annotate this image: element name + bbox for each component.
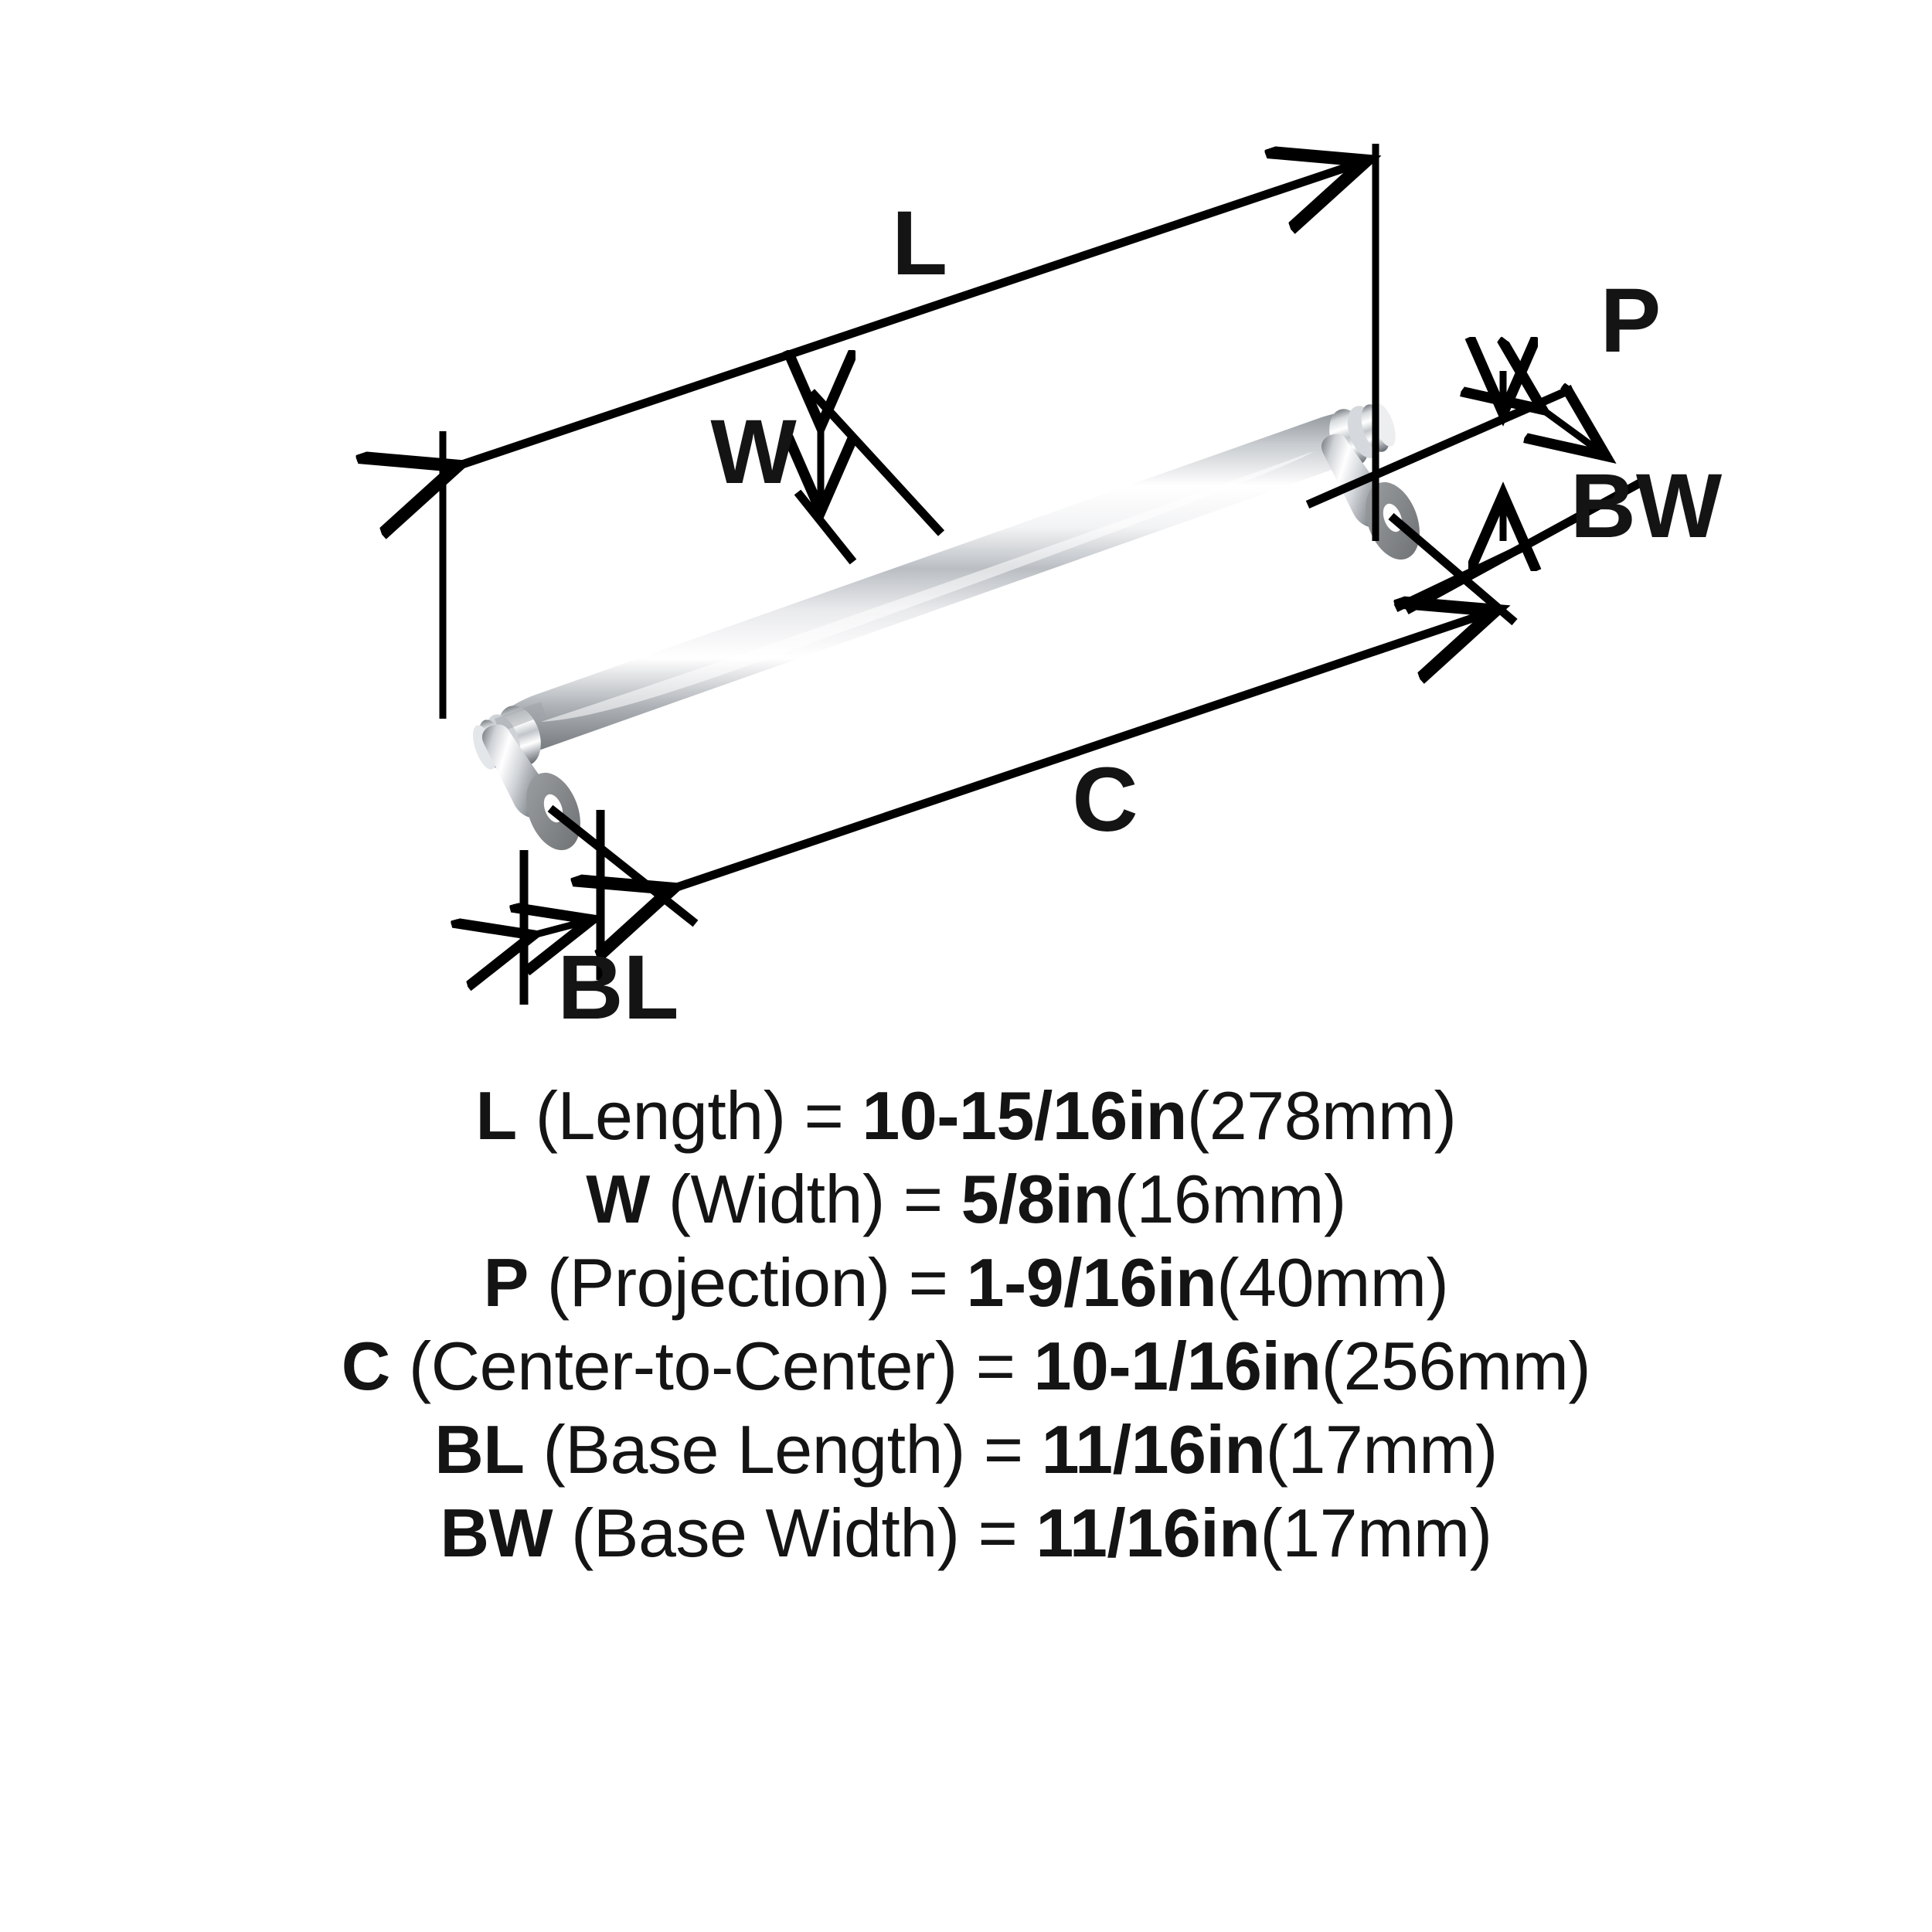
C-extension-left	[547, 804, 699, 927]
spec-name-L: (Length)	[535, 1077, 786, 1154]
spec-symbol-BL: BL	[434, 1411, 525, 1488]
spec-name-BW: (Base Width)	[571, 1495, 960, 1571]
spec-metric-P: (40mm)	[1216, 1244, 1449, 1321]
dimension-diagram: L W P BW C	[0, 144, 1723, 1039]
dimension-C	[547, 512, 1518, 927]
spec-metric-BL: (17mm)	[1265, 1411, 1498, 1488]
P-dimension-line	[1543, 410, 1606, 456]
spec-imperial-BL: 11/16in	[1041, 1411, 1267, 1488]
spec-symbol-C: C	[341, 1328, 391, 1404]
spec-row-length: L (Length) = 10-15/16in(278mm)	[0, 1074, 1932, 1158]
spec-eq-BL: =	[964, 1411, 1042, 1488]
spec-eq-P: =	[889, 1244, 967, 1321]
spec-name-P: (Projection)	[546, 1244, 890, 1321]
W-extension-upper	[808, 389, 945, 536]
handle-illustration	[473, 403, 1420, 851]
spec-metric-L: (278mm)	[1186, 1077, 1457, 1154]
label-P: P	[1600, 270, 1662, 372]
specifications-list: L (Length) = 10-15/16in(278mm) W (Width)…	[0, 1074, 1932, 1575]
spec-imperial-L: 10-15/16in	[862, 1077, 1187, 1154]
spec-imperial-W: 5/8in	[961, 1161, 1115, 1237]
spec-eq-L: =	[785, 1077, 862, 1154]
C-dimension-line	[672, 611, 1495, 889]
spec-row-base-width: BW (Base Width) = 11/16in(17mm)	[0, 1492, 1932, 1575]
W-extension-lower	[794, 489, 857, 565]
dimension-BL	[524, 810, 605, 1005]
spec-metric-C: (256mm)	[1321, 1328, 1591, 1404]
L-dimension-line	[457, 161, 1366, 466]
label-L: L	[892, 192, 947, 294]
spec-metric-W: (16mm)	[1114, 1161, 1347, 1237]
spec-eq-BW: =	[959, 1495, 1036, 1571]
spec-eq-W: =	[884, 1161, 961, 1237]
spec-metric-BW: (17mm)	[1260, 1495, 1492, 1571]
spec-symbol-P: P	[483, 1244, 529, 1321]
spec-row-center-to-center: C (Center-to-Center) = 10-1/16in(256mm)	[0, 1325, 1932, 1408]
dimension-W	[794, 389, 945, 565]
spec-imperial-P: 1-9/16in	[966, 1244, 1217, 1321]
spec-symbol-L: L	[475, 1077, 518, 1154]
spec-name-C: (Center-to-Center)	[408, 1328, 957, 1404]
label-BL: BL	[557, 937, 679, 1039]
label-BW: BW	[1570, 455, 1723, 557]
spec-name-BL: (Base Length)	[543, 1411, 966, 1488]
BL-dimension-line	[533, 920, 592, 935]
dimension-diagram-svg: L W P BW C	[0, 144, 1723, 1039]
spec-imperial-BW: 11/16in	[1036, 1495, 1260, 1571]
label-C: C	[1072, 749, 1138, 851]
spec-imperial-C: 10-1/16in	[1033, 1328, 1321, 1404]
label-W: W	[710, 401, 797, 503]
spec-eq-C: =	[957, 1328, 1034, 1404]
spec-row-width: W (Width) = 5/8in(16mm)	[0, 1158, 1932, 1241]
spec-symbol-W: W	[586, 1161, 650, 1237]
spec-row-base-length: BL (Base Length) = 11/16in(17mm)	[0, 1408, 1932, 1492]
spec-symbol-BW: BW	[440, 1495, 553, 1571]
spec-row-projection: P (Projection) = 1-9/16in(40mm)	[0, 1241, 1932, 1325]
spec-name-W: (Width)	[668, 1161, 886, 1237]
